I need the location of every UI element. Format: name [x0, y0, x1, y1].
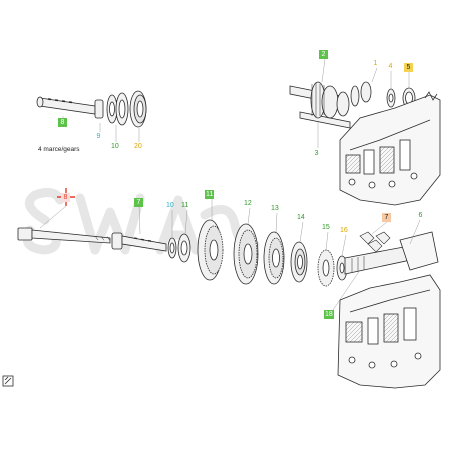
gear-12	[197, 219, 224, 281]
gear-cluster-2	[289, 81, 372, 129]
washer-10	[167, 237, 177, 259]
callout-8-green: 7	[134, 198, 143, 207]
callout-4: 4	[388, 63, 393, 70]
bearing-15	[290, 241, 308, 283]
leader-lines-top-right	[317, 58, 410, 148]
chain-part-7	[359, 231, 391, 253]
leader-lines-top-left	[62, 116, 140, 142]
ring-11	[177, 233, 191, 263]
collar-17	[336, 255, 348, 281]
gear-16	[317, 249, 335, 287]
callout-10-top: 9	[96, 133, 101, 140]
callout-9: 8	[58, 118, 67, 127]
callout-17: 16	[340, 227, 348, 234]
callout-18: 18	[324, 310, 334, 319]
callout-5: 5	[404, 63, 413, 72]
callout-6: 6	[418, 212, 423, 219]
callout-8-red: 8	[61, 193, 70, 202]
callout-11-top: 10	[111, 143, 119, 150]
leader-lines-middle	[39, 199, 421, 311]
gear-13	[233, 223, 259, 285]
callout-20: 20	[134, 143, 142, 150]
bolt-8	[17, 227, 111, 244]
callout-14: 13	[271, 205, 279, 212]
callout-15: 14	[297, 214, 305, 221]
gear-10	[106, 94, 118, 124]
shaft-9	[36, 96, 104, 119]
callout-11-mid: 11	[181, 202, 189, 209]
bearing-11	[115, 92, 129, 126]
callout-12: 11	[205, 190, 215, 199]
callout-2: 2	[319, 50, 328, 59]
brand-logo-icon	[2, 375, 14, 387]
callout-13: 12	[244, 200, 252, 207]
callout-16: 15	[322, 224, 330, 231]
transmission-housing-upper	[339, 91, 441, 206]
washer-4	[386, 88, 396, 108]
bearing-20	[129, 90, 147, 128]
callout-10-mid: 10	[166, 202, 174, 209]
transmission-housing-lower	[337, 231, 441, 389]
gears-caption: 4 marce/gears	[38, 146, 80, 153]
callout-3: 3	[314, 150, 319, 157]
shaft-8	[111, 232, 167, 252]
callout-7: 7	[382, 213, 391, 222]
gear-14	[263, 231, 285, 285]
callout-1: 1	[373, 60, 378, 67]
